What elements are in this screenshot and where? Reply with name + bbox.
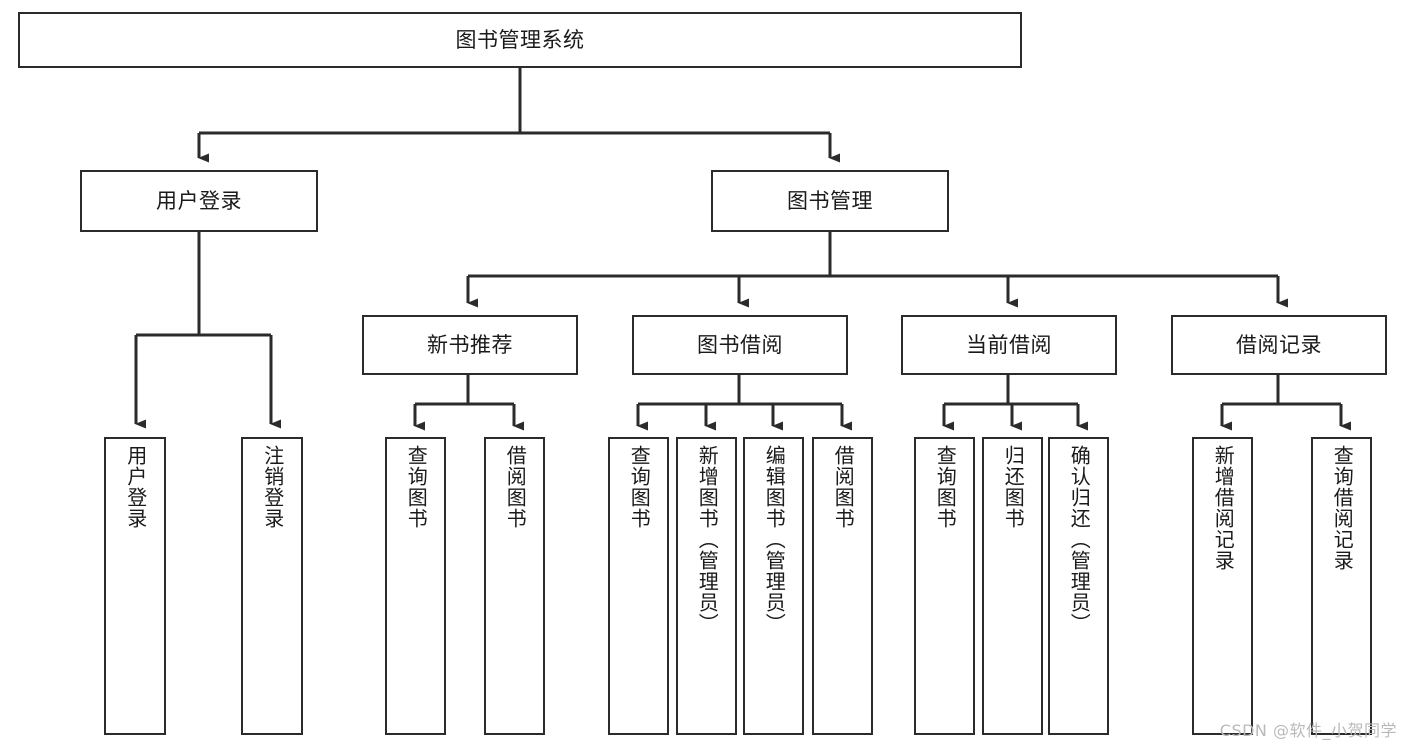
node-label: 查询图书	[404, 445, 429, 529]
node-label: 借阅图书	[503, 445, 528, 529]
node-label: 借阅图书	[831, 445, 856, 529]
node-label: 图书管理系统	[455, 27, 585, 52]
node-new-book-recommend[interactable]: 新书推荐	[362, 315, 578, 375]
csdn-watermark: CSDN @软件_小贺同学	[1219, 721, 1397, 740]
leaf-book-borrow-borrow-book[interactable]: 借阅图书	[812, 437, 873, 735]
leaf-new-book-borrow-book[interactable]: 借阅图书	[484, 437, 545, 735]
node-label: 当前借阅	[966, 332, 1052, 357]
node-label: 用户登录	[156, 188, 242, 213]
node-label: 编辑图书（管理员）	[762, 445, 787, 634]
node-current-borrow[interactable]: 当前借阅	[901, 315, 1117, 375]
leaf-current-borrow-confirm-return-admin[interactable]: 确认归还（管理员）	[1048, 437, 1109, 735]
node-label: 新增图书（管理员）	[695, 445, 720, 634]
leaf-current-borrow-query-book[interactable]: 查询图书	[914, 437, 975, 735]
leaf-book-borrow-query-book[interactable]: 查询图书	[608, 437, 669, 735]
node-book-borrow[interactable]: 图书借阅	[632, 315, 848, 375]
node-root-book-management-system[interactable]: 图书管理系统	[18, 12, 1022, 68]
node-label: 确认归还（管理员）	[1067, 445, 1092, 634]
node-borrow-record[interactable]: 借阅记录	[1171, 315, 1387, 375]
node-label: 用户登录	[123, 445, 148, 529]
node-label: 查询借阅记录	[1330, 445, 1355, 571]
node-label: 新增借阅记录	[1211, 445, 1236, 571]
leaf-user-login-logout[interactable]: 注销登录	[241, 437, 303, 735]
leaf-user-login-login[interactable]: 用户登录	[104, 437, 166, 735]
leaf-book-borrow-edit-book-admin[interactable]: 编辑图书（管理员）	[743, 437, 804, 735]
node-label: 注销登录	[260, 445, 285, 529]
leaf-book-borrow-add-book-admin[interactable]: 新增图书（管理员）	[676, 437, 737, 735]
node-label: 查询图书	[627, 445, 652, 529]
leaf-current-borrow-return-book[interactable]: 归还图书	[982, 437, 1043, 735]
node-label: 查询图书	[933, 445, 958, 529]
leaf-borrow-record-query-record[interactable]: 查询借阅记录	[1311, 437, 1372, 735]
node-label: 图书管理	[787, 188, 873, 213]
node-label: 借阅记录	[1236, 332, 1322, 357]
node-label: 新书推荐	[427, 332, 513, 357]
leaf-borrow-record-add-record[interactable]: 新增借阅记录	[1192, 437, 1253, 735]
node-book-management[interactable]: 图书管理	[711, 170, 949, 232]
node-label: 归还图书	[1001, 445, 1026, 529]
node-label: 图书借阅	[697, 332, 783, 357]
node-user-login[interactable]: 用户登录	[80, 170, 318, 232]
leaf-new-book-query-book[interactable]: 查询图书	[385, 437, 446, 735]
